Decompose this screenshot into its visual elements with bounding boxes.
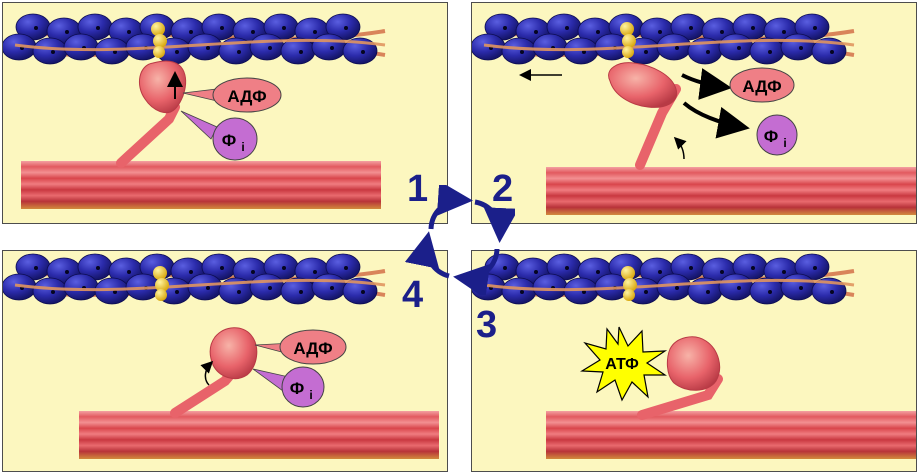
pi-sub-label: i <box>783 136 786 150</box>
actin-filament-icon <box>3 253 386 305</box>
pi-label: Ф <box>222 131 237 150</box>
pi-label: Ф <box>764 127 779 146</box>
panel-step-1: АДФ Ф i <box>2 2 448 224</box>
step-4-illustration: АДФ Ф i <box>3 253 439 459</box>
adp-bubble-icon <box>729 67 795 103</box>
actin-filament-icon <box>472 13 855 65</box>
pi-sub-label: i <box>309 388 312 402</box>
stroke-arrow-icon <box>673 136 687 160</box>
step-number-1: 1 <box>407 168 429 210</box>
cycle-arrows-icon <box>405 185 515 295</box>
phosphate-bubble-icon <box>756 114 798 156</box>
thick-filament <box>546 411 916 459</box>
phosphate-bubble-icon <box>281 366 325 408</box>
adp-bubble-icon <box>212 77 282 113</box>
troponin-complex <box>620 22 636 58</box>
troponin-complex <box>153 266 169 301</box>
step-2-illustration: АДФ Ф i <box>472 13 916 215</box>
myosin-head-icon <box>666 336 721 391</box>
myosin-head-icon <box>138 60 187 114</box>
adp-label: АДФ <box>227 87 266 106</box>
pi-label: Ф <box>290 379 305 398</box>
thick-filament <box>546 167 916 215</box>
step-number-4: 4 <box>402 274 424 316</box>
myosin-head-icon <box>608 62 678 108</box>
myosin-neck <box>637 374 723 420</box>
panel-step-3: АТФ <box>471 250 917 472</box>
phosphate-bubble-icon <box>212 117 258 161</box>
thick-filament <box>79 411 439 459</box>
release-adp-arrow-icon <box>681 68 732 100</box>
adp-label: АДФ <box>293 339 332 358</box>
panel-step-4: АДФ Ф i <box>2 250 448 472</box>
step-number-3: 3 <box>476 304 498 346</box>
myosin-head-icon <box>209 327 258 380</box>
atp-label: АТФ <box>605 356 639 373</box>
step-3-illustration: АТФ <box>472 253 916 459</box>
step-number-2: 2 <box>492 168 514 210</box>
thick-filament <box>21 161 381 209</box>
actin-filament-icon <box>472 253 855 305</box>
adp-bubble-icon <box>279 329 347 365</box>
step-1-illustration: АДФ Ф i <box>3 13 386 209</box>
release-pi-arrow-icon <box>682 101 750 139</box>
cocking-arrow-icon <box>200 360 214 386</box>
myosin-neck <box>116 102 180 168</box>
troponin-complex <box>621 266 637 301</box>
atp-star-icon <box>580 326 668 402</box>
panel-step-2: АДФ Ф i <box>471 2 917 224</box>
actin-filament-icon <box>3 13 386 65</box>
pi-sub-label: i <box>241 140 244 154</box>
troponin-complex <box>151 22 167 58</box>
adp-label: АДФ <box>742 77 781 96</box>
